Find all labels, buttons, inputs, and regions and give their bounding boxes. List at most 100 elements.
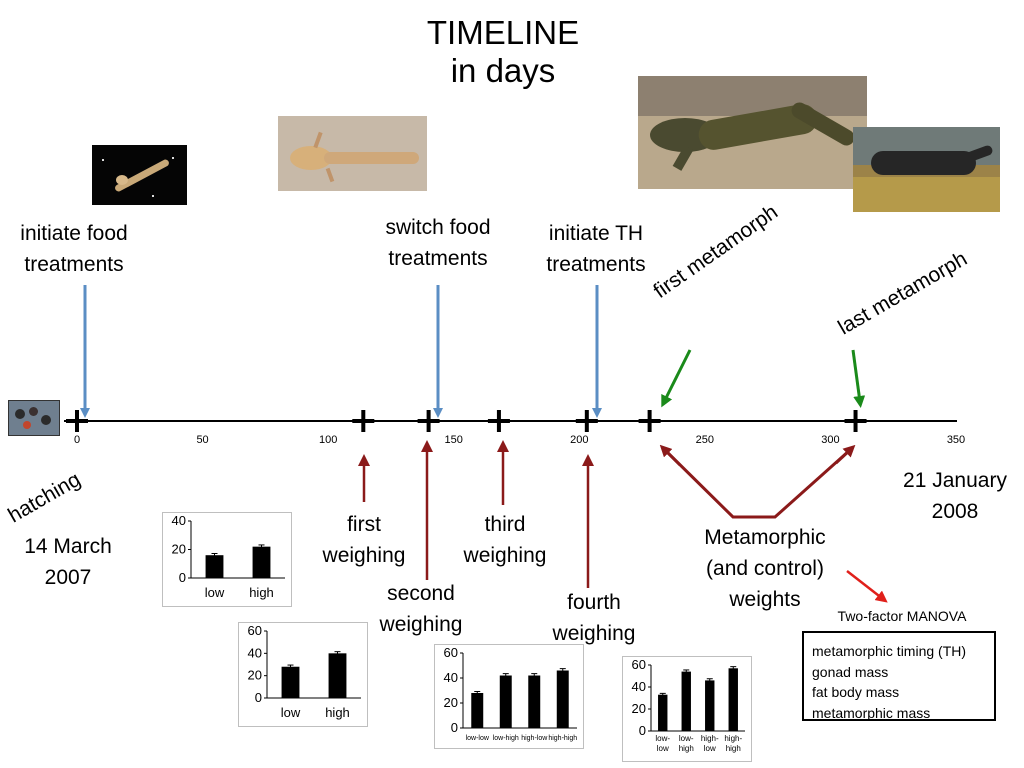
chart-error-bar	[502, 673, 509, 678]
chart-category-label: low	[281, 705, 301, 720]
chart-y-tick-label: 0	[639, 723, 646, 738]
manova-box: metamorphic timing (TH) gonad mass fat b…	[802, 631, 996, 721]
switch-food-label: switch food treatments	[366, 212, 510, 274]
chart-y-tick-label: 40	[632, 679, 646, 694]
title-line-1: TIMELINE	[426, 14, 580, 51]
axis-tick-label: 250	[696, 434, 714, 446]
initiate-food-line2: treatments	[24, 253, 124, 276]
chart-y-tick-label: 0	[179, 570, 186, 585]
chart-error-bar	[334, 651, 341, 656]
chart-bar	[328, 653, 347, 698]
initiate-food-line1: initiate food	[20, 222, 128, 245]
chart-category-label: high-	[701, 734, 719, 743]
chart-error-bar	[258, 544, 265, 549]
chart-category-label: low	[657, 744, 669, 753]
page-title: TIMELINE in days	[360, 14, 646, 90]
timeline-cross-mark	[417, 410, 440, 432]
chart-category-label: high	[249, 585, 274, 600]
chart-bar	[705, 680, 715, 731]
chart-category-label: high-high	[548, 735, 577, 742]
egg-clutch-photo	[8, 400, 60, 436]
metamorph-salamander-photo	[638, 76, 867, 189]
chart-bar	[252, 546, 271, 578]
chart-bar	[205, 555, 224, 578]
chart-y-tick-label: 0	[451, 720, 458, 735]
hatchling-larva-photo	[92, 145, 187, 205]
first-weighing-line1: first	[347, 513, 381, 536]
chart-y-tick-label: 40	[172, 513, 186, 528]
axis-tick-label: 150	[445, 434, 463, 446]
metamorphic-weights-label: Metamorphic (and control) weights	[680, 522, 850, 615]
fourth-weighing-line1: fourth	[567, 591, 621, 614]
chart-bar	[528, 675, 541, 728]
first-metamorph-arrow	[661, 349, 692, 408]
chart-y-tick-label: 20	[172, 542, 186, 557]
chart-y-tick-label: 60	[248, 623, 262, 638]
first-weighing-chart: 0 20 40 low high	[162, 512, 292, 607]
second-weighing-line1: second	[387, 582, 455, 605]
axis-tick-label: 50	[196, 434, 208, 446]
chart-error-bar	[730, 666, 737, 670]
chart-bar	[728, 668, 738, 731]
chart-bar	[471, 693, 484, 728]
chart-bar	[658, 694, 668, 731]
first-weighing-label: first weighing	[306, 509, 422, 571]
chart-category-label: high-	[724, 734, 742, 743]
start-date: 14 March 2007	[4, 531, 132, 593]
chart-category-label: low-high	[493, 735, 519, 742]
initiate-th-line2: treatments	[546, 253, 646, 276]
chart-category-label: high-low	[521, 735, 548, 742]
fourth-weighing-label: fourth weighing	[536, 587, 652, 649]
first-weighing-chart-svg: 0 20 40 low high	[172, 513, 285, 600]
timeline-cross-mark	[487, 410, 510, 432]
initiate-th-label: initiate TH treatments	[530, 218, 662, 280]
chart-error-bar	[659, 692, 666, 697]
chart-bar	[556, 670, 569, 728]
chart-y-tick-label: 60	[632, 657, 646, 672]
manova-title: Two-factor MANOVA	[837, 608, 967, 624]
chart-category-label: low-	[679, 734, 694, 743]
switch-food-line1: switch food	[385, 216, 491, 239]
bracket-arrowhead-right	[834, 444, 856, 465]
chart-y-tick-label: 40	[444, 670, 458, 685]
axis-tick-label: 300	[821, 434, 839, 446]
chart-error-bar	[531, 673, 538, 678]
larva-photo	[278, 116, 427, 191]
chart-category-label: low	[205, 585, 225, 600]
manova-item: fat body mass	[812, 684, 900, 700]
manova-item: metamorphic mass	[812, 704, 931, 721]
chart-error-bar	[706, 678, 713, 683]
manova-arrow	[846, 570, 888, 603]
chart-category-label: high	[679, 744, 694, 753]
chart-category-label: high	[325, 705, 350, 720]
initiate-th-line1: initiate TH	[548, 222, 644, 245]
chart-category-label: low-	[655, 734, 670, 743]
initiate-food-label: initiate food treatments	[0, 218, 148, 280]
chart-category-label: high	[726, 744, 741, 753]
timeline-cross-mark	[575, 410, 598, 432]
fourth-weighing-line2: weighing	[552, 622, 636, 645]
chart-error-bar	[287, 664, 294, 669]
chart-y-tick-label: 40	[248, 645, 262, 660]
timeline-cross-mark	[844, 410, 867, 432]
chart-category-label: low	[704, 744, 716, 753]
axis-tick-label: 350	[947, 434, 965, 446]
axis-tick-label: 0	[74, 434, 80, 446]
timeline-cross-mark	[352, 410, 375, 432]
chart-y-tick-label: 0	[255, 690, 262, 705]
manova-item: metamorphic timing (TH)	[812, 643, 967, 659]
third-weighing-line2: weighing	[463, 544, 547, 567]
timeline-cross-mark	[66, 410, 88, 432]
chart-error-bar	[683, 669, 690, 674]
chart-bar	[681, 671, 691, 731]
end-date: 21 January 2008	[890, 465, 1020, 527]
third-weighing-line1: third	[484, 513, 526, 536]
chart-category-label: low-low	[466, 735, 490, 742]
start-date-line1: 14 March	[24, 535, 112, 558]
chart-y-tick-label: 20	[444, 695, 458, 710]
chart-bar	[499, 675, 512, 728]
